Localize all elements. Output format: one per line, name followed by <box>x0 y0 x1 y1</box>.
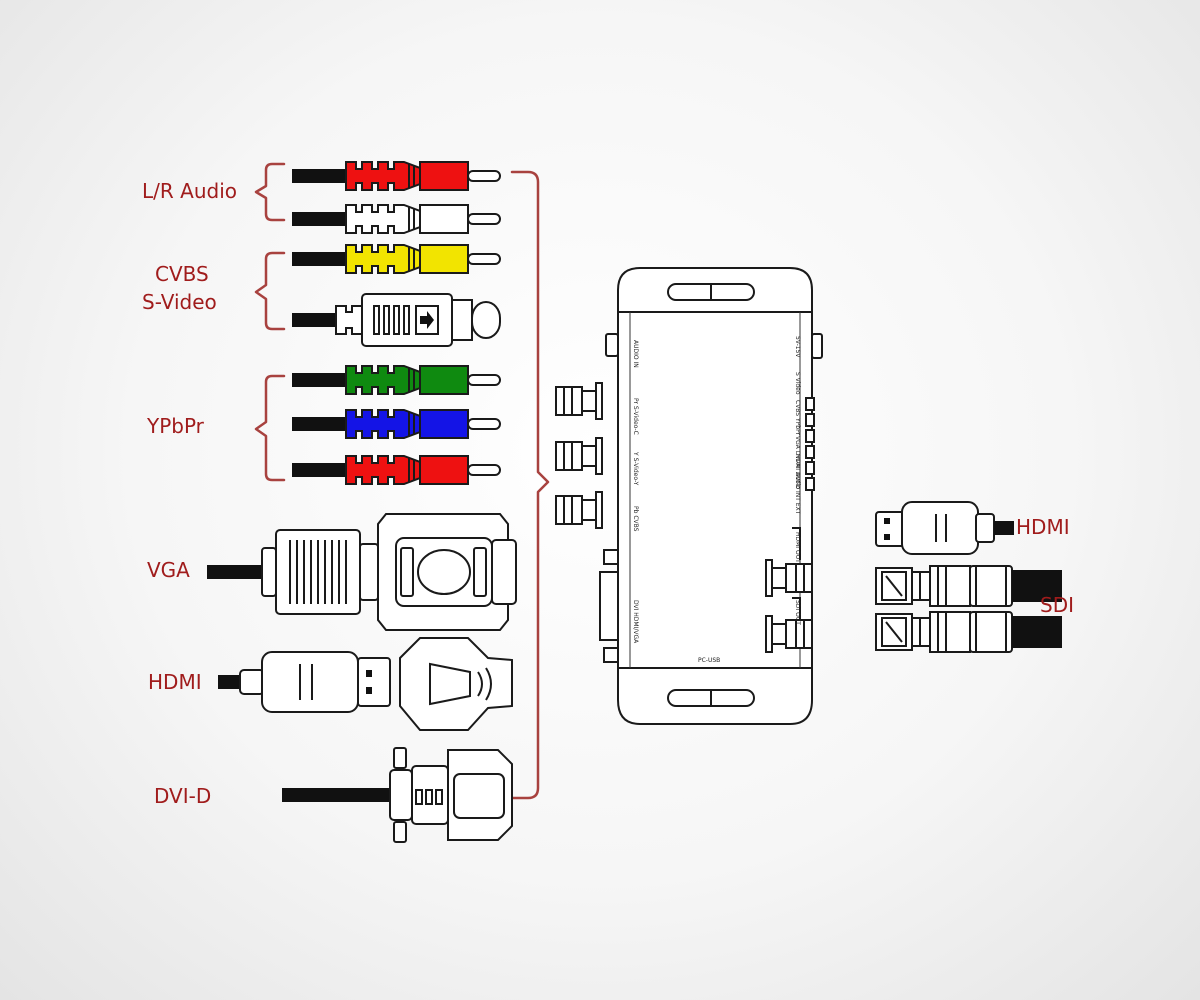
rca-plug-yellow-cvbs <box>291 244 501 274</box>
bracket-all-inputs <box>510 170 550 800</box>
label-dvid: DVI-D <box>154 784 211 808</box>
vga-plug <box>207 513 517 631</box>
switch-text-cvbs: CVBS <box>794 400 801 416</box>
rca-plug-red-audio <box>291 161 501 191</box>
bracket-ypbpr <box>254 374 286 482</box>
port-text-pc-usb: PC-USB <box>698 657 720 664</box>
dvi-input-socket <box>599 571 619 641</box>
port-text-y: Y S-Video-Y <box>632 451 639 486</box>
switch-text-audio: Audio INT EXT <box>794 472 801 515</box>
label-hdmi-input: HDMI <box>148 670 202 694</box>
power-jack <box>811 333 823 359</box>
port-text-power: 5V-15V <box>794 336 801 358</box>
rca-plug-blue-pb <box>291 409 501 439</box>
sdi-plug-2 <box>875 611 1063 653</box>
bnc-socket-y <box>555 437 603 475</box>
svideo-plug <box>292 293 501 347</box>
bnc-socket-pr <box>555 382 603 420</box>
label-lr-audio: L/R Audio <box>142 179 237 203</box>
dvid-plug <box>282 747 513 843</box>
rca-plug-green-y <box>291 365 501 395</box>
bnc-socket-pb <box>555 491 603 529</box>
audio-in-jack <box>605 333 619 357</box>
port-text-hdmi-out: HDMI OUT <box>794 532 801 563</box>
label-ypbpr: YPbPr <box>146 414 205 438</box>
switch-text-hdmi: HDMI DVI-D <box>794 454 801 490</box>
label-cvbs: CVBS <box>155 262 209 286</box>
port-text-dvi: DVI HDMI/VGA <box>632 600 639 644</box>
device-body <box>617 311 813 669</box>
sdi-plug-1 <box>875 565 1063 607</box>
bracket-lr-audio <box>254 162 286 222</box>
rca-plug-white-audio <box>291 204 501 234</box>
rca-plug-red-pr <box>291 455 501 485</box>
switch-text-ypbpr: YPbPr <box>794 417 801 436</box>
port-text-audio-in: AUDIO IN <box>632 340 639 368</box>
hdmi-plug-output <box>875 501 1014 555</box>
port-text-pb: Pb CVBS <box>632 506 639 532</box>
label-svideo: S-Video <box>142 290 217 314</box>
port-text-pr: Pr S-Video-C <box>632 398 639 435</box>
hdmi-plug-input <box>218 637 513 731</box>
bnc-socket-hdmi-out <box>765 559 813 597</box>
switch-text-vga: VGA DVI-A <box>794 436 801 468</box>
port-text-sdi-out: SDI OUT <box>794 600 801 625</box>
label-hdmi-output: HDMI <box>1016 515 1070 539</box>
label-vga: VGA <box>147 558 190 582</box>
switch-text-svideo: S Video <box>794 372 801 395</box>
bnc-socket-sdi-out <box>765 615 813 653</box>
label-sdi: SDI <box>1040 593 1074 617</box>
bracket-cvbs-svideo <box>254 251 286 331</box>
converter-device: AUDIO IN Pr S-Video-C Y S-Video-Y Pb CVB… <box>555 267 823 725</box>
